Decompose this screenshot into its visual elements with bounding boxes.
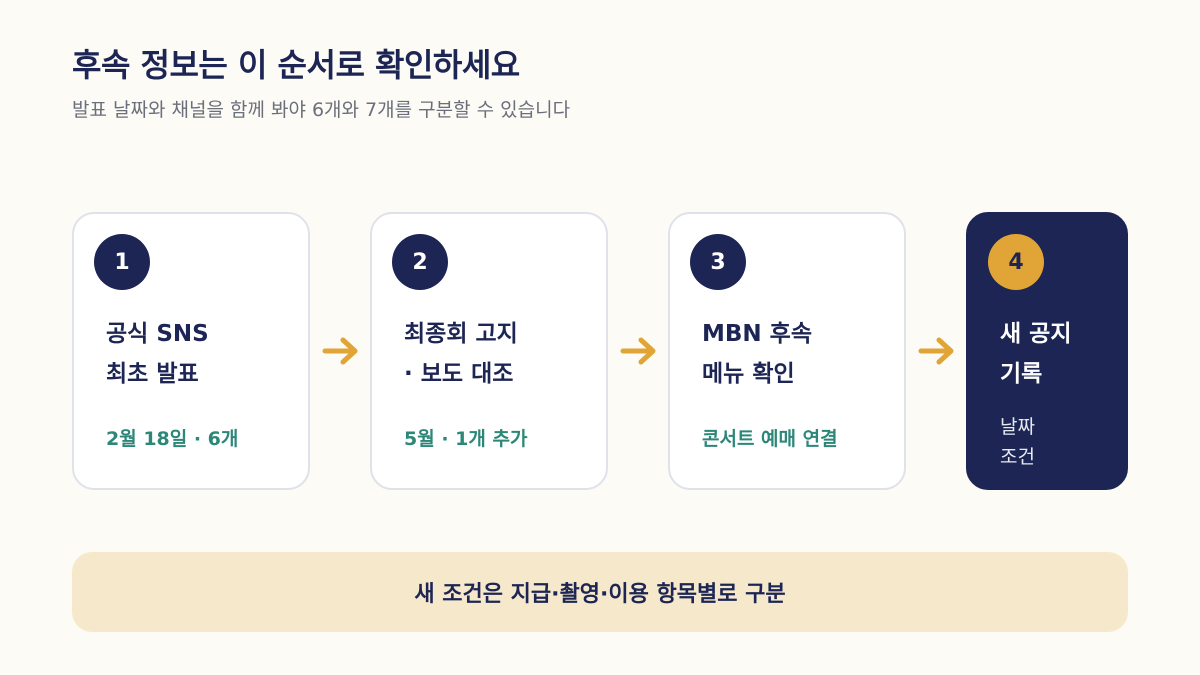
step-number-badge: 4 xyxy=(988,234,1044,290)
step-title-line: · 보도 대조 xyxy=(404,361,514,387)
step-title-line: 메뉴 확인 xyxy=(702,361,795,387)
step-card-2: 2 최종회 고지 · 보도 대조 5월 · 1개 추가 xyxy=(370,212,608,490)
summary-banner-text: 새 조건은 지급·촬영·이용 항목별로 구분 xyxy=(414,582,786,607)
step-note-line: 날짜 xyxy=(1000,416,1035,438)
step-card-4: 4 새 공지 기록 날짜 조건 xyxy=(966,212,1128,490)
step-card-3: 3 MBN 후속 메뉴 확인 콘서트 예매 연결 xyxy=(668,212,906,490)
step-title-line: MBN 후속 xyxy=(702,321,812,347)
step-title-line: 기록 xyxy=(1000,361,1043,387)
step-title-line: 공식 SNS xyxy=(106,321,209,347)
step-title: MBN 후속 메뉴 확인 xyxy=(702,314,898,394)
step-card-1: 1 공식 SNS 최초 발표 2월 18일 · 6개 xyxy=(72,212,310,490)
summary-banner: 새 조건은 지급·촬영·이용 항목별로 구분 xyxy=(72,552,1128,632)
step-title-line: 최종회 고지 xyxy=(404,321,518,347)
arrow-right-icon xyxy=(620,337,656,365)
page-title: 후속 정보는 이 순서로 확인하세요 xyxy=(72,46,520,84)
arrow-right-icon xyxy=(322,337,358,365)
step-title: 새 공지 기록 xyxy=(1000,314,1120,394)
step-note: 2월 18일 · 6개 xyxy=(106,428,239,450)
step-note: 콘서트 예매 연결 xyxy=(702,428,838,450)
step-title-line: 새 공지 xyxy=(1000,321,1072,347)
step-number-badge: 2 xyxy=(392,234,448,290)
step-number-badge: 1 xyxy=(94,234,150,290)
step-title-line: 최초 발표 xyxy=(106,361,199,387)
step-number-badge: 3 xyxy=(690,234,746,290)
step-title: 최종회 고지 · 보도 대조 xyxy=(404,314,600,394)
step-note: 5월 · 1개 추가 xyxy=(404,428,528,450)
arrow-right-icon xyxy=(918,337,954,365)
step-note-line: 조건 xyxy=(1000,446,1035,468)
step-note: 날짜 조건 xyxy=(1000,412,1035,472)
step-title: 공식 SNS 최초 발표 xyxy=(106,314,302,394)
page-subtitle: 발표 날짜와 채널을 함께 봐야 6개와 7개를 구분할 수 있습니다 xyxy=(72,99,571,121)
